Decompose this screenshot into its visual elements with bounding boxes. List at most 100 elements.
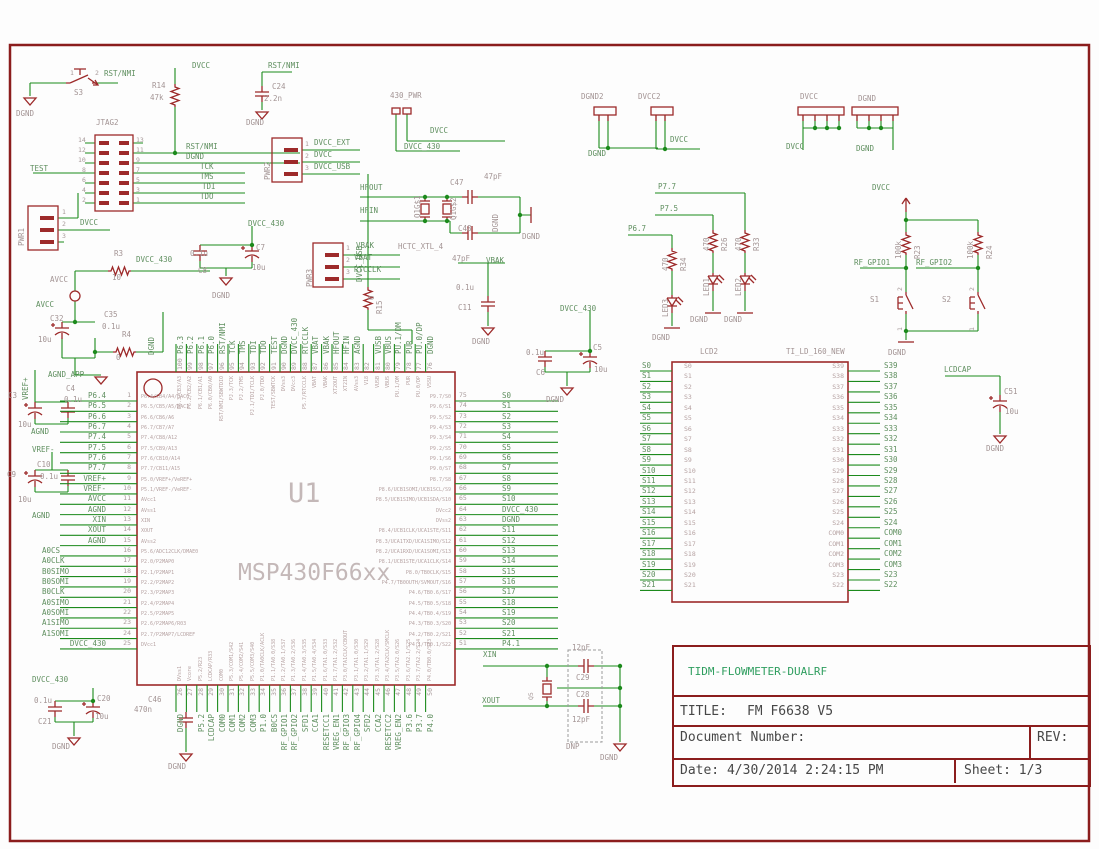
net-label: P7.6: [87, 452, 106, 462]
schematic-label: XOUT: [482, 696, 501, 705]
schematic-label: RF_GPIO2: [916, 258, 953, 267]
date-label: Date:: [680, 763, 720, 778]
net-label: A0SOMI: [42, 607, 70, 617]
pin-name: COM3: [828, 560, 844, 569]
pin-number: 4: [127, 421, 131, 430]
pin-name: S35: [832, 403, 844, 412]
pin-number: 81: [373, 362, 382, 370]
schematic-label: 2: [305, 152, 309, 160]
net-label: P6.0: [207, 335, 217, 354]
pin-name: P6.5/CB5/A5/DAC1: [141, 404, 190, 411]
pin-name: S9: [684, 456, 692, 465]
net-label: COM2: [884, 549, 903, 559]
net-label: TDO: [259, 340, 269, 354]
schematic-label: 12: [78, 146, 86, 154]
net-label: S27: [884, 486, 898, 496]
pin-name: PU.0/DP: [416, 376, 423, 398]
pin-number: 90: [280, 362, 288, 370]
schematic-label: 9: [136, 156, 140, 164]
schematic-label: DVCC: [800, 92, 819, 101]
pin-name: S30: [832, 456, 844, 465]
net-label: RF_GPIO1: [280, 714, 289, 751]
pin-name: P3.1/TA1.0/S30: [353, 638, 360, 681]
schematic-label: LED1: [702, 277, 711, 296]
schematic-label: VBAK: [486, 256, 505, 265]
schematic-label: C24: [272, 82, 286, 91]
pin-name: P1.3/TA0.2/S36: [291, 638, 298, 681]
net-label: VBAT: [311, 335, 321, 354]
lcd-refdes: LCD2: [700, 347, 719, 356]
pin-name: AVss3: [353, 376, 360, 392]
pin-name: P8.0/TB0CLK/S15: [405, 569, 451, 576]
schematic-label: 2: [346, 256, 350, 264]
pin-name: S6: [684, 424, 692, 433]
jumper-430PWR-pad2: [402, 107, 412, 115]
pin-name: PJ.1/TDI/TCLK: [249, 376, 256, 416]
pin-number: 30: [217, 688, 226, 696]
project-row: TIDM-FLOWMETER-DUALRF: [674, 647, 1089, 697]
net-label: S18: [502, 597, 516, 607]
pin-number: 73: [459, 411, 467, 420]
title-label: TITLE:: [680, 703, 727, 719]
pin-name: P6.0/CB0/A0: [208, 376, 215, 410]
pin-number: 98: [196, 362, 205, 370]
pin-name: P3.0/TA1CLK/CBOUT: [343, 629, 350, 681]
pin-name: P6.4/CB4/A4/DAC0: [141, 394, 190, 400]
pin-number: 78: [404, 362, 413, 370]
net-label: S22: [884, 580, 898, 590]
schematic-label: R24: [985, 245, 994, 259]
net-label: LCDCAP: [207, 714, 217, 742]
net-label: S28: [884, 475, 898, 485]
schematic-label: 1: [136, 196, 140, 204]
pin-number: 43: [352, 688, 361, 696]
schematic-label: R33: [752, 237, 761, 251]
doc-label: Document Number:: [680, 730, 806, 745]
pin-number: 28: [196, 688, 205, 696]
wires: [29, 68, 1001, 752]
components: [23, 68, 1008, 762]
schematic-label: DVCC: [80, 218, 99, 227]
pin-number: 14: [123, 525, 131, 534]
net-label: S15: [642, 517, 656, 527]
schematic-label: 0.1u: [526, 348, 545, 357]
schematic-label: DVCC_430: [32, 675, 69, 684]
schematic-label: 47pF: [484, 172, 503, 181]
pin-name: P2.0/P2MAP0: [141, 559, 175, 566]
net-label: DVCC_430: [69, 638, 106, 648]
schematic-label: DGND: [186, 152, 205, 161]
schematic-label: PWR3: [305, 268, 314, 287]
schematic-label: DVCC_USB: [314, 162, 351, 171]
rev-label: REV:: [1037, 730, 1069, 745]
schematic-label: 10: [78, 156, 86, 164]
net-label: A0CLK: [42, 556, 65, 566]
pin-number: 40: [321, 688, 330, 696]
pin-name: S20: [684, 571, 696, 579]
pin-name: P4.1/TB0.1/S22: [408, 641, 451, 648]
pin-number: 26: [176, 688, 184, 696]
schematic-label: 13: [136, 136, 144, 144]
pin-name: AVcc1: [141, 497, 157, 504]
schematic-label: P6.7: [628, 224, 647, 233]
pin-name: P7.7/CB11/A15: [141, 466, 181, 473]
pin-name: S4: [684, 403, 692, 412]
title-row: TITLE: FM F6638 V5: [674, 697, 1089, 727]
schematic-label: DVCC_EXT: [314, 138, 351, 147]
net-label: RF_GPIO4: [352, 714, 362, 751]
pin-number: 91: [269, 362, 278, 370]
net-label: S30: [884, 455, 898, 465]
net-label: P6.1: [196, 335, 206, 354]
pin-name: S34: [832, 414, 844, 423]
schematic-label: R4: [122, 330, 132, 339]
pin-name: P4.7/TB0OUTH/SVMOUT/S16: [381, 579, 451, 586]
schematic-label: 10u: [38, 335, 52, 344]
pin-number: 32: [238, 688, 247, 696]
pin-name: P1.1/TA0.0/S38: [270, 638, 277, 681]
pin-name: P6.2/CB2/A2: [187, 376, 194, 410]
schematic-label: 100k: [966, 240, 975, 259]
net-label: COM1: [884, 538, 903, 548]
schematic-label: 1: [62, 208, 66, 216]
pin-number: 44: [363, 688, 372, 696]
net-label: B0CLK: [42, 587, 65, 597]
pin-name: COM0: [828, 529, 844, 538]
pin-name: P5.6/ADC12CLK/DMAE0: [141, 548, 199, 555]
